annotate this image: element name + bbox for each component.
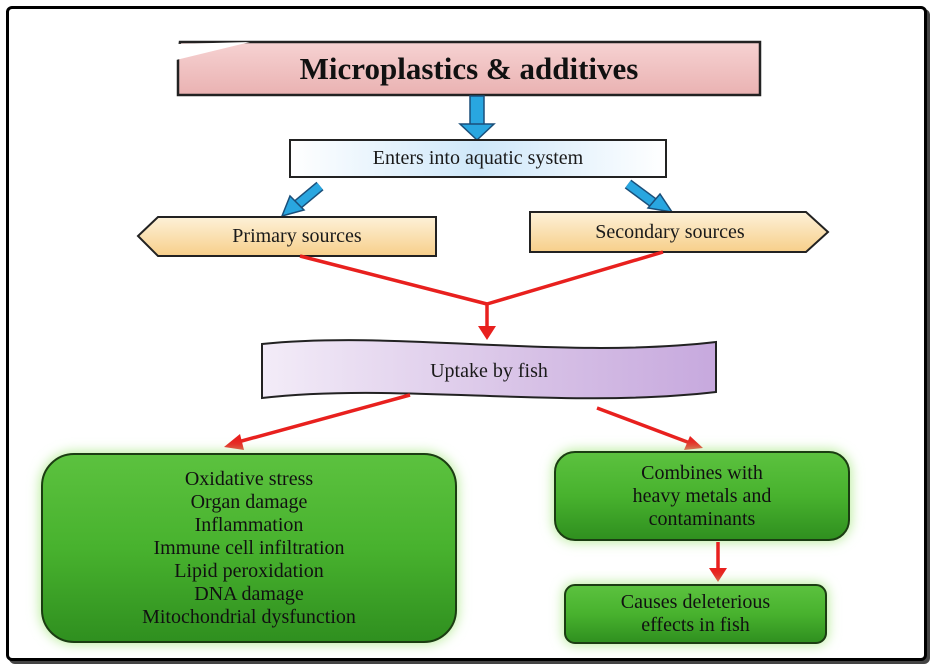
blue-arrow-down <box>458 95 496 142</box>
effect-item: Mitochondrial dysfunction <box>142 605 356 628</box>
blue-arrow-left <box>280 181 324 218</box>
primary-sources-text: Primary sources <box>232 225 362 247</box>
causes-line: effects in fish <box>641 614 750 636</box>
combines-line: heavy metals and <box>632 484 772 507</box>
uptake-banner <box>261 339 717 400</box>
enters-box <box>289 139 667 178</box>
red-arrows-converge <box>299 250 664 328</box>
combines-text: Combines with heavy metals and contamina… <box>555 452 849 540</box>
red-arrowhead-uptake <box>478 326 496 340</box>
primary-sources-box <box>136 216 437 257</box>
effects-list: Oxidative stress Organ damage Inflammati… <box>42 458 456 638</box>
effect-item: Organ damage <box>190 490 308 513</box>
effect-item: Oxidative stress <box>184 467 314 490</box>
effects-box <box>41 453 457 643</box>
secondary-sources-box <box>529 211 830 253</box>
enters-text: Enters into aquatic system <box>372 147 584 169</box>
red-arrows-diverge <box>237 393 691 445</box>
effect-item: Immune cell infiltration <box>153 536 345 559</box>
title-text: Microplastics & additives <box>299 50 639 86</box>
effect-item: Inflammation <box>194 513 304 536</box>
blue-arrow-right <box>624 179 674 214</box>
causes-box <box>564 584 827 644</box>
secondary-sources-text: Secondary sources <box>595 220 745 243</box>
causes-text: Causes deleterious effects in fish <box>565 585 826 643</box>
effect-item: Lipid peroxidation <box>174 559 324 582</box>
effect-item: DNA damage <box>194 582 304 605</box>
causes-line: Causes deleterious <box>620 591 771 613</box>
combines-line: Combines with <box>641 461 763 484</box>
combines-box <box>554 451 850 541</box>
uptake-text: Uptake by fish <box>430 359 548 382</box>
combines-line: contaminants <box>648 507 756 530</box>
